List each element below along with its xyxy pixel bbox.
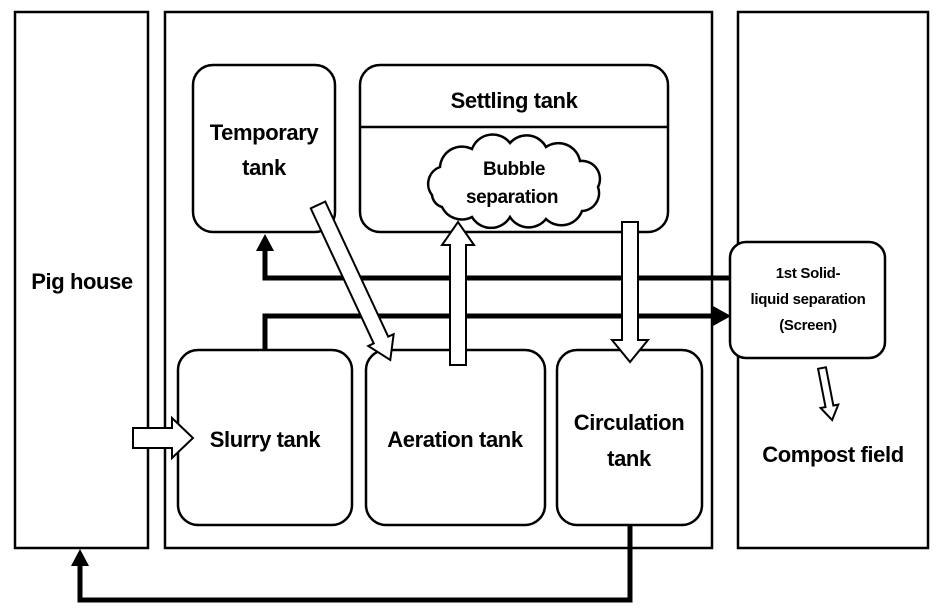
arrow-temporary-to-aeration-tank [309,200,395,362]
slurry-tank-label: Slurry tank [210,427,322,452]
settling-tank-label: Settling tank [451,88,579,113]
arrowhead-into-pig-house [71,549,89,566]
circulation-tank-label-line2: tank [607,446,652,471]
pig-house-box [13,10,150,550]
arrow-pig-house-to-slurry-tank [132,415,195,461]
aeration-tank-label: Aeration tank [387,427,524,452]
arrow-settling-to-circulation-tank [609,221,651,364]
bubble-separation-label-line1: Bubble [483,159,545,180]
return-line-to-pig-house [77,525,633,603]
bubble-separation-cloud [426,133,602,230]
separation-label-line1: 1st Solid- [776,265,841,282]
bubble-separation-label-line2: separation [466,187,558,208]
temporary-tank-box [191,63,337,234]
arrowhead-into-separation [713,306,731,326]
arrow-aeration-to-settling-tank [440,220,476,366]
arrow-separation-to-compost-field [816,366,840,422]
separation-label-line2: liquid separation [751,291,866,308]
return-line-to-temporary-tank [262,248,730,281]
temporary-tank-label-line1: Temporary [210,120,320,145]
circulation-tank-box [555,348,704,527]
solid-liquid-separation-box [728,240,887,360]
line-slurry-to-separation [262,313,714,350]
pig-house-label: Pig house [31,269,133,294]
separation-label-line3: (Screen) [779,317,837,334]
arrowhead-into-temporary-tank [256,234,274,251]
circulation-tank-label-line1: Circulation [574,410,685,435]
compost-field-label: Compost field [762,442,903,467]
temporary-tank-label-line2: tank [242,155,287,180]
